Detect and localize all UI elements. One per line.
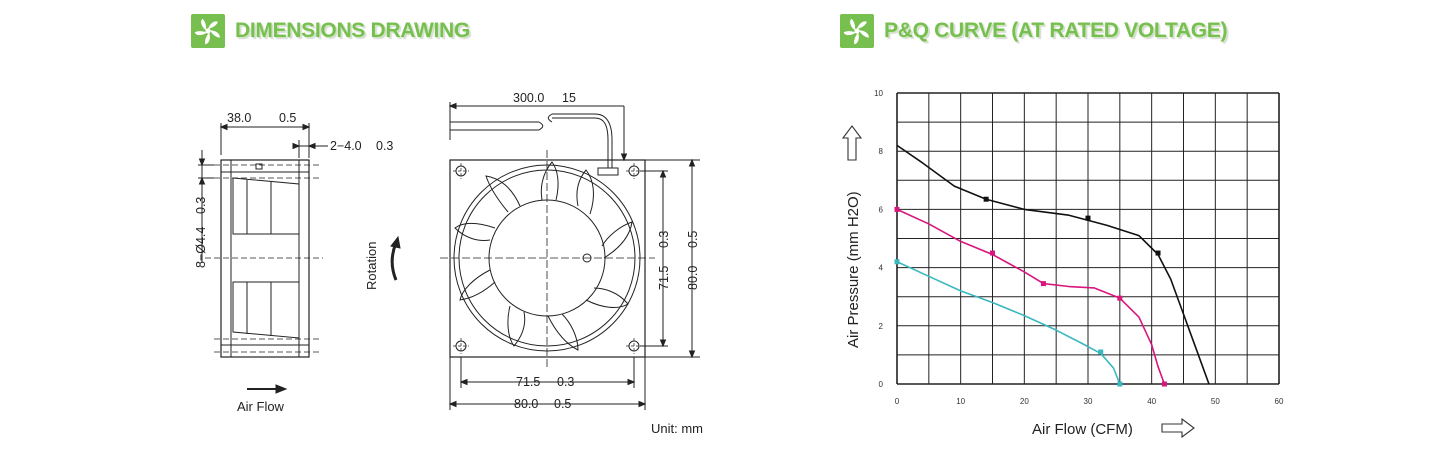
- chart-series: [894, 144, 1210, 387]
- x-tick-label: 40: [1147, 397, 1156, 406]
- side-hole-label: 2−4.0: [330, 139, 362, 153]
- series-marker-2: [1040, 281, 1046, 287]
- frame-v-label: 80.0: [686, 266, 700, 290]
- side-width-tol: 0.5: [279, 111, 296, 125]
- series-marker-3: [1098, 349, 1104, 355]
- side-view: [198, 123, 328, 358]
- series-line-3: [896, 261, 1121, 385]
- front-view: [440, 102, 700, 410]
- series-marker-2: [1117, 295, 1123, 301]
- chart-ticks: 0 10 20 30 40 50 60 0 2 4 6 8 10: [874, 89, 1284, 406]
- side-hole-tol: 0.3: [376, 139, 393, 153]
- pq-title-text: P&Q CURVE (AT RATED VOLTAGE): [884, 19, 1228, 42]
- fan-logo-icon: [840, 14, 874, 48]
- chart-grid: [896, 92, 1280, 385]
- dimensions-drawing: 38.0 0.5 2−4.0 0.3 0.3 8−Ø4.4 Air Flow R…: [194, 91, 703, 436]
- dimensions-title-text: DIMENSIONS DRAWING: [235, 19, 470, 42]
- side-width-label: 38.0: [227, 111, 251, 125]
- y-axis-label: Air Pressure (mm H2O): [845, 191, 862, 348]
- lead-length-label: 300.0: [513, 91, 544, 105]
- y-tick-label: 8: [879, 147, 884, 156]
- series-marker-1: [1085, 215, 1091, 221]
- air-flow-label: Air Flow: [237, 399, 285, 414]
- y-tick-label: 4: [879, 264, 884, 273]
- dimensions-section-title: DIMENSIONS DRAWING: [191, 14, 470, 48]
- hole-spacing-h-label: 71.5: [516, 375, 540, 389]
- y-tick-label: 6: [879, 205, 884, 214]
- y-axis-arrow-icon: [841, 125, 863, 161]
- x-tick-label: 20: [1020, 397, 1029, 406]
- frame-v-tol: 0.5: [686, 231, 700, 248]
- series-marker-2: [894, 206, 900, 212]
- x-tick-label: 30: [1084, 397, 1093, 406]
- series-marker-1: [1155, 250, 1161, 256]
- series-marker-2: [1161, 381, 1167, 387]
- y-tick-label: 0: [879, 380, 884, 389]
- unit-note: Unit: mm: [651, 421, 703, 436]
- hole-spacing-h-tol: 0.3: [557, 375, 574, 389]
- x-axis-arrow-icon: [1161, 417, 1195, 439]
- air-flow-arrow-icon: [247, 384, 288, 394]
- side-mount-tol: 0.3: [194, 197, 208, 214]
- y-tick-label: 10: [874, 89, 883, 98]
- x-axis-label: Air Flow (CFM): [1032, 421, 1133, 438]
- series-marker-3: [894, 259, 900, 265]
- y-tick-label: 2: [879, 322, 884, 331]
- fan-logo-icon: [191, 14, 225, 48]
- series-marker-3: [1117, 381, 1123, 387]
- hole-spacing-v-tol: 0.3: [657, 231, 671, 248]
- x-tick-label: 0: [895, 397, 900, 406]
- x-tick-label: 60: [1275, 397, 1284, 406]
- series-marker-1: [983, 196, 989, 202]
- lead-length-tol: 15: [562, 91, 576, 105]
- pq-section-title: P&Q CURVE (AT RATED VOLTAGE): [840, 14, 1227, 48]
- series-line-1: [896, 144, 1210, 385]
- rotation-arrow-icon: [390, 235, 401, 281]
- series-marker-2: [990, 250, 995, 256]
- side-mount-label: 8−Ø4.4: [194, 227, 208, 268]
- frame-h-tol: 0.5: [554, 397, 571, 411]
- series-line-2: [896, 208, 1166, 385]
- frame-h-label: 80.0: [514, 397, 538, 411]
- hole-spacing-v-label: 71.5: [657, 266, 671, 290]
- x-tick-label: 50: [1211, 397, 1220, 406]
- rotation-label: Rotation: [364, 242, 379, 290]
- x-tick-label: 10: [956, 397, 965, 406]
